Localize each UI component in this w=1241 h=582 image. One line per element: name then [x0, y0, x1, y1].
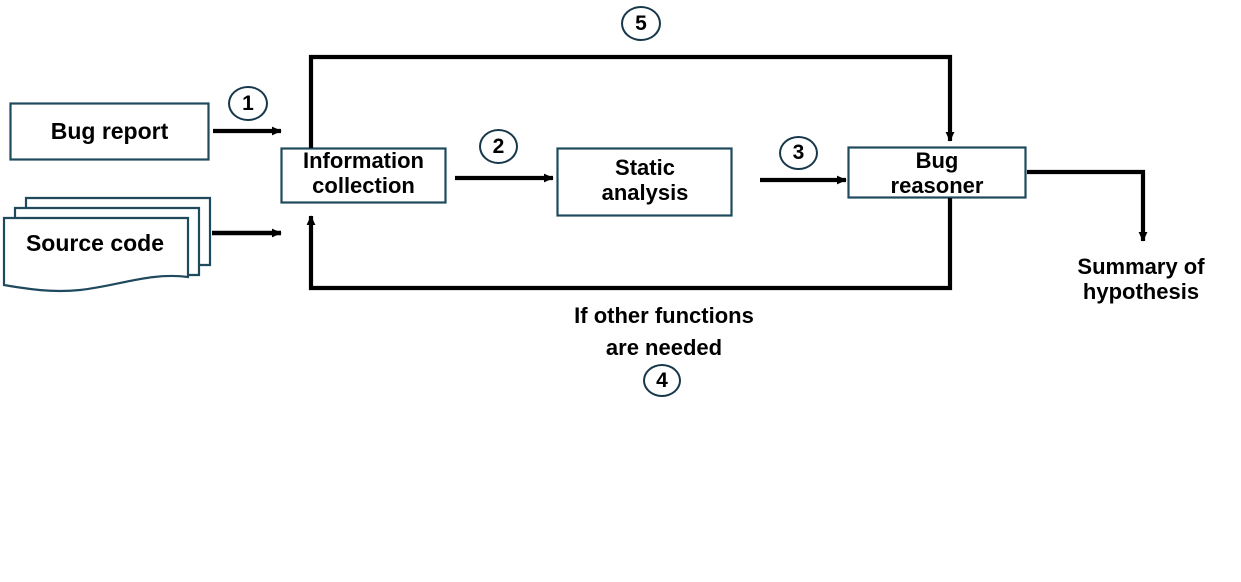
edge-4-arrow	[306, 198, 953, 291]
node-shape-information-collection[interactable]	[280, 147, 447, 204]
edge-5-arrow	[308, 54, 955, 148]
step-badge-1[interactable]: 1	[228, 86, 268, 121]
step-badge-4[interactable]: 4	[643, 364, 681, 397]
step-badge-3[interactable]: 3	[779, 136, 818, 170]
step-badge-2[interactable]: 2	[479, 129, 518, 164]
step-badge-5[interactable]: 5	[621, 6, 661, 41]
node-shape-bug-report[interactable]	[9, 102, 210, 161]
node-shape-static-analysis[interactable]	[556, 147, 733, 217]
node-shape-bug-reasoner[interactable]	[847, 146, 1027, 199]
node-shape-source-code[interactable]	[2, 196, 212, 293]
edge-output-arrow	[1027, 169, 1148, 242]
